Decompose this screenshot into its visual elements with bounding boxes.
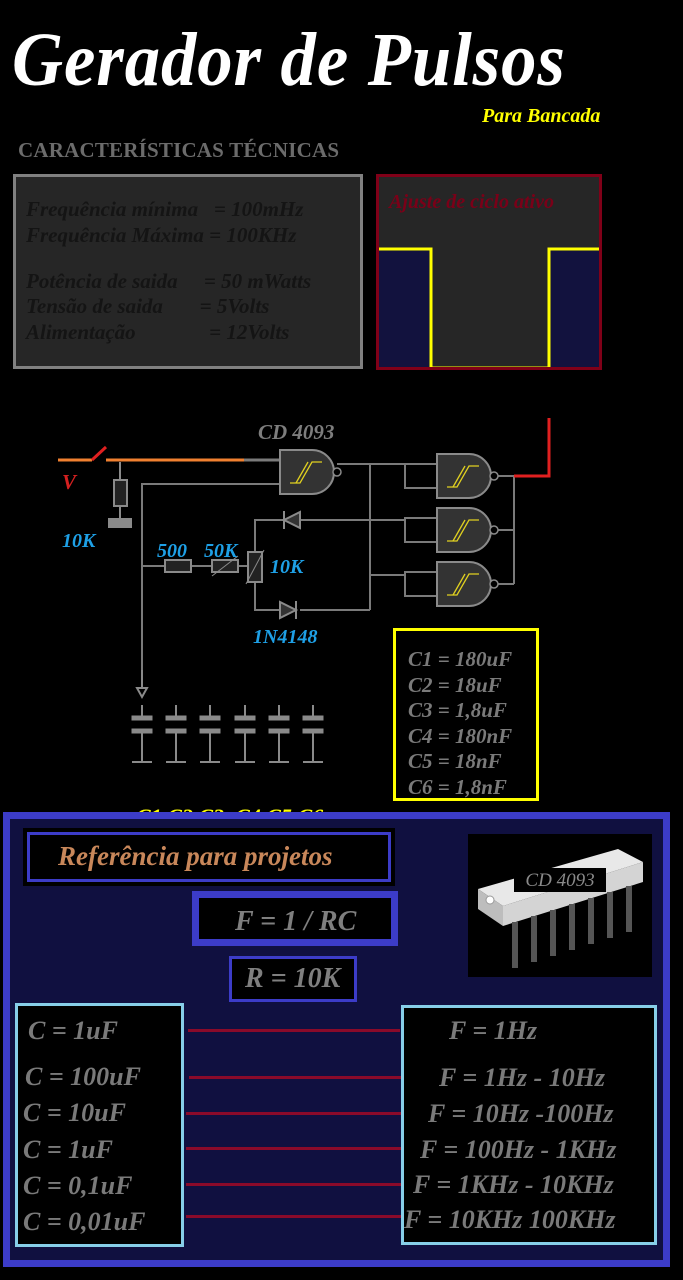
cap-value: C2 = 18uF <box>408 673 502 697</box>
link-line <box>186 1147 401 1150</box>
spec-output-voltage: Tensão de saida = 5Volts <box>26 294 270 318</box>
cap-value: C6 = 1,8nF <box>408 775 507 799</box>
waveform-high-right <box>549 249 599 367</box>
capacitance-row: C = 100uF <box>25 1062 141 1091</box>
chip-pin <box>607 892 613 938</box>
resistor-50k-variable <box>211 555 239 577</box>
specs-panel: Frequência mínima = 100mHz Frequência Má… <box>13 174 363 369</box>
spec-output-power: Potência de saida = 50 mWatts <box>26 269 312 293</box>
spec-supply-voltage: Alimentação = 12Volts <box>26 320 290 344</box>
chip-pin <box>626 886 632 932</box>
capacitance-table: C = 1uF C = 100uF C = 10uF C = 1uF C = 0… <box>15 1003 184 1247</box>
label-resistor-50k: 50K <box>204 540 238 562</box>
ic-chip-icon: CD 4093 <box>478 849 643 968</box>
label-pull-resistor: 10K <box>62 530 96 552</box>
waveform-high-left <box>379 249 431 367</box>
nand-gate-3 <box>436 507 499 553</box>
capacitor-values-panel: C1 = 180uF C2 = 18uF C3 = 1,8uF C4 = 180… <box>393 628 539 801</box>
nand-gate-4 <box>436 561 499 607</box>
frequency-row: F = 100Hz - 1KHz <box>420 1135 617 1164</box>
capacitor-bank <box>131 705 324 763</box>
label-resistor-500: 500 <box>157 540 187 562</box>
capacitor-c1 <box>131 705 153 763</box>
capacitor-c3 <box>199 705 221 763</box>
link-line <box>188 1029 400 1032</box>
link-line <box>189 1076 401 1079</box>
cap-value: C4 = 180nF <box>408 724 513 748</box>
circuit-schematic <box>58 418 551 763</box>
page-title: Gerador de Pulsos <box>12 18 566 102</box>
resistor-500 <box>164 559 192 573</box>
label-potentiometer: 10K <box>270 556 304 578</box>
capacitance-row: C = 0,01uF <box>23 1207 146 1236</box>
power-switch <box>58 445 280 462</box>
cap-value: C3 = 1,8uF <box>408 698 507 722</box>
label-diode: 1N4148 <box>253 626 318 648</box>
chip-pin <box>531 916 537 962</box>
page-subtitle: Para Bancada <box>482 105 601 127</box>
frequency-row: F = 1KHz - 10KHz <box>413 1170 614 1199</box>
selector-arrow-icon <box>135 670 149 700</box>
frequency-row: F = 1Hz <box>449 1016 538 1045</box>
resistance-box: R = 10K <box>229 956 357 1002</box>
duty-cycle-panel: Ajuste de ciclo ativo <box>376 174 602 370</box>
chip-label: CD 4093 <box>525 870 594 891</box>
capacitor-c2 <box>165 705 187 763</box>
output-wire <box>514 418 551 478</box>
pull-resistor <box>108 462 132 528</box>
frequency-row: F = 1Hz - 10Hz <box>439 1063 606 1092</box>
duty-cycle-waveform <box>379 247 599 367</box>
specs-heading: CARACTERÍSTICAS TÉCNICAS <box>18 138 340 162</box>
wires <box>141 463 515 690</box>
nand-gate-1 <box>279 449 342 495</box>
ic-label: CD 4093 <box>258 420 335 444</box>
formula-box: F = 1 / RC <box>192 891 398 946</box>
potentiometer-10k <box>245 549 265 585</box>
cap-value: C5 = 18nF <box>408 749 502 773</box>
capacitor-c5 <box>268 705 290 763</box>
nand-gate-2 <box>436 453 499 499</box>
diode-upper <box>281 510 301 530</box>
resistance-value: R = 10K <box>245 963 341 994</box>
capacitance-row: C = 0,1uF <box>23 1171 133 1200</box>
reference-title: Referência para projetos <box>58 841 333 871</box>
capacitor-c4 <box>234 705 256 763</box>
chip-image: CD 4093 <box>468 834 652 977</box>
capacitance-row: C = 1uF <box>23 1135 113 1164</box>
frequency-row: F = 10KHz 100KHz <box>404 1205 616 1234</box>
capacitor-c6 <box>302 705 324 763</box>
chip-pin <box>550 910 556 956</box>
spec-max-frequency: Frequência Máxima = 100KHz <box>26 223 297 247</box>
link-line <box>186 1112 401 1115</box>
duty-cycle-title: Ajuste de ciclo ativo <box>389 191 554 213</box>
chip-pin <box>512 922 518 968</box>
cap-value: C1 = 180uF <box>408 647 513 671</box>
link-line <box>186 1215 401 1218</box>
waveform-line <box>379 247 599 367</box>
frequency-row: F = 10Hz -100Hz <box>428 1099 614 1128</box>
diode-lower <box>279 600 299 620</box>
chip-pin <box>588 898 594 944</box>
reference-title-box: Referência para projetos <box>23 828 395 886</box>
capacitance-row: C = 1uF <box>28 1016 118 1045</box>
formula: F = 1 / RC <box>235 906 357 937</box>
link-line <box>186 1183 401 1186</box>
spec-min-frequency: Frequência mínima = 100mHz <box>26 197 304 221</box>
supply-label: V <box>62 470 77 494</box>
chip-pin <box>569 904 575 950</box>
frequency-table: F = 1Hz F = 1Hz - 10Hz F = 10Hz -100Hz F… <box>401 1005 657 1245</box>
capacitance-row: C = 10uF <box>23 1098 126 1127</box>
